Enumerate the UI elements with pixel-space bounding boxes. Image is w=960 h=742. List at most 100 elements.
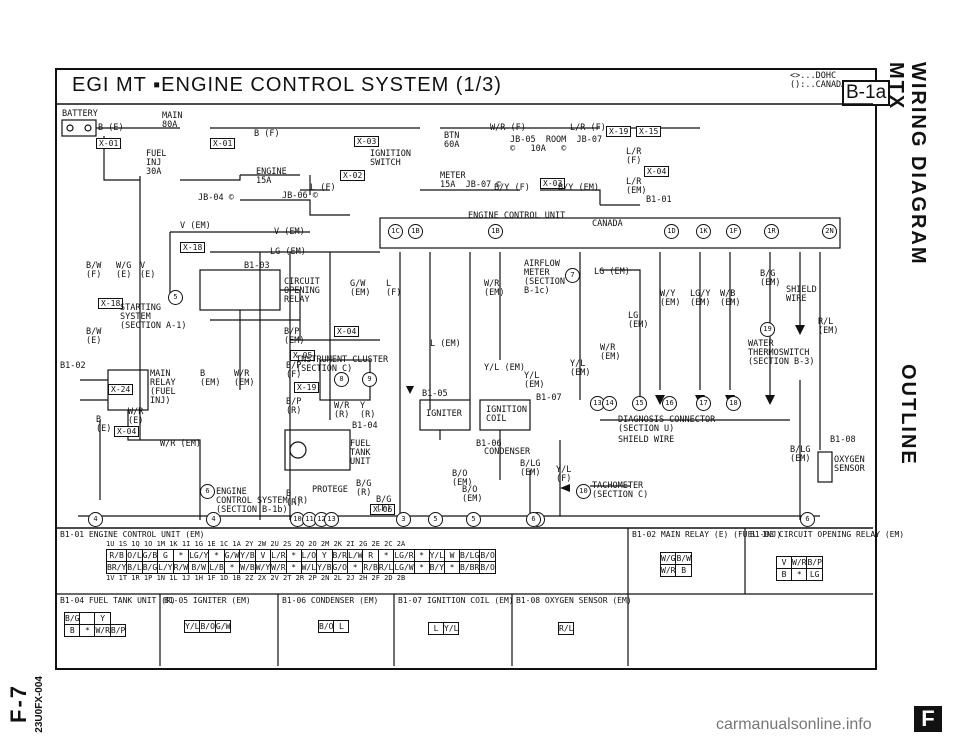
pin-cell: L/W	[346, 549, 364, 562]
circle-marker: 8	[334, 372, 349, 387]
pin-cell: *	[285, 561, 302, 574]
pin-cell: B	[63, 624, 81, 637]
mtx-label: MTX	[885, 62, 907, 111]
circle-marker: 4	[206, 512, 221, 527]
b-em-label: B (EM)	[200, 369, 221, 388]
pin-cell: W/L	[300, 561, 318, 574]
circle-marker: 5	[466, 512, 481, 527]
watermark: carmanualsonline.info	[716, 716, 872, 733]
wr-r-label: W/R (R)	[334, 401, 350, 420]
pin-cell: G/W	[223, 549, 241, 562]
connector-ref: X-03	[354, 136, 380, 147]
pin-cell: Y/L	[442, 622, 460, 635]
pin-cell: B/L	[126, 561, 143, 574]
wr-f-label: W/R (F)	[490, 123, 526, 133]
circle-marker: 10	[576, 484, 591, 499]
l-f2-label: L (F)	[386, 279, 402, 298]
pin-cell: B/G	[141, 561, 159, 574]
connector-ref: X-04	[114, 426, 140, 437]
pin-cell: L/R	[270, 549, 287, 562]
b102-label: B1-02	[60, 361, 86, 371]
bo-em-label: B/O (EM)	[452, 469, 473, 488]
fuel-inj-fuse-label: FUEL INJ 30A	[146, 149, 167, 177]
pin-cell: R/B	[362, 561, 379, 574]
jb06-label: JB-06 ©	[282, 191, 318, 201]
circle-marker: 9	[362, 372, 377, 387]
circle-marker: 1C	[388, 224, 403, 239]
pin-cell: W/R	[270, 561, 287, 574]
shield-wire2-label: SHIELD WIRE	[618, 435, 675, 445]
pin-cell: W/B	[239, 561, 256, 574]
pin-cell: Y	[94, 612, 111, 625]
gw-em-label: G/W (EM)	[350, 279, 371, 298]
bp-f-label: B/P (F)	[286, 361, 302, 380]
pin-cell: O/L	[126, 549, 143, 562]
ecs-ref-label: ENGINE CONTROL SYSTEM (R) (SECTION B-1b)	[216, 487, 309, 515]
blg-em2-label: B/LG (EM)	[520, 459, 541, 478]
main-fuse-label: MAIN 80A	[162, 111, 183, 130]
connector-ref: X-19	[294, 382, 320, 393]
b101-label: B1-01	[646, 195, 672, 205]
circle-marker: 1K	[696, 224, 711, 239]
v-e-label: V (E)	[140, 261, 156, 280]
by-f-label: B/Y (F)	[494, 183, 530, 193]
rl-em-label: R/L (EM)	[818, 317, 839, 336]
wr-e-label: W/R (E)	[128, 407, 144, 426]
canada-label: CANADA	[592, 219, 623, 229]
bg-f-label: B/G (F)	[376, 495, 392, 514]
page-ref: B-1a	[842, 80, 891, 106]
circle-marker: 16	[662, 396, 677, 411]
airflow-label: AIRFLOW METER (SECTION B-1c)	[524, 259, 565, 296]
b-e2-label: B (E)	[96, 415, 112, 434]
circle-marker: 13	[324, 512, 339, 527]
pin-cell: R	[362, 549, 379, 562]
circle-marker: 6	[200, 484, 215, 499]
pin-cell: B/BR	[459, 561, 481, 574]
b101-top-pins: 1U 1S 1Q 1O 1M 1K 1I 1G 1E 1C 1A 2Y 2W 2…	[106, 540, 406, 548]
connector-ref: X-15	[636, 126, 662, 137]
oxygen-sensor-label: OXYGEN SENSOR	[834, 455, 865, 474]
blg-em-label: B/LG (EM)	[790, 445, 811, 464]
protege-label: PROTEGE	[312, 485, 348, 495]
meter-fuse-label: METER 15A JB-07 ©	[440, 171, 502, 190]
pin-cell: R/B	[105, 549, 128, 562]
b106-connector-title: B1-06 CONDENSER (EM)	[282, 596, 379, 605]
pin-cell: B/O	[479, 561, 496, 574]
v-em-label: V (EM)	[180, 221, 211, 231]
bw-f-label: B/W (F)	[86, 261, 102, 280]
pin-cell: *	[377, 549, 395, 562]
water-thermoswitch-label: WATER THERMOSWITCH (SECTION B-3)	[748, 339, 815, 367]
ecu-label: ENGINE CONTROL UNIT	[468, 211, 566, 221]
lg-em3-label: LG (EM)	[628, 311, 649, 330]
b104-label: B1-04	[352, 421, 378, 431]
pin-cell: *	[790, 568, 808, 581]
lgy-em-label: LG/Y (EM)	[690, 289, 711, 308]
pin-cell: Y/L	[183, 620, 201, 633]
lr-f-label: L/R (F)	[570, 123, 606, 133]
connector-ref: X-24	[108, 384, 134, 395]
circle-marker: 1B	[488, 224, 503, 239]
b103-label: B1-03	[244, 261, 270, 271]
header-notes: <>...DOHC ():..CANADA	[790, 71, 847, 90]
pin-cell: Y/L	[428, 549, 446, 562]
l-em-label: L (EM)	[430, 339, 461, 349]
b-f-label: B (F)	[254, 129, 280, 139]
pin-cell: G	[157, 549, 174, 562]
diagram-frame	[55, 68, 877, 670]
pin-cell	[79, 612, 96, 625]
page-title: EGI MT ▪ENGINE CONTROL SYSTEM (1/3)	[72, 74, 502, 96]
pin-cell: L/O	[300, 549, 318, 562]
pin-cell: R/W	[172, 561, 190, 574]
pin-cell: *	[79, 624, 96, 637]
pin-cell: BR/Y	[105, 561, 128, 574]
side-mtx: MTX	[884, 62, 907, 110]
pin-cell: *	[346, 561, 364, 574]
connector-ref: X-18	[98, 298, 124, 309]
tachometer-label: TACHOMETER (SECTION C)	[592, 481, 649, 500]
